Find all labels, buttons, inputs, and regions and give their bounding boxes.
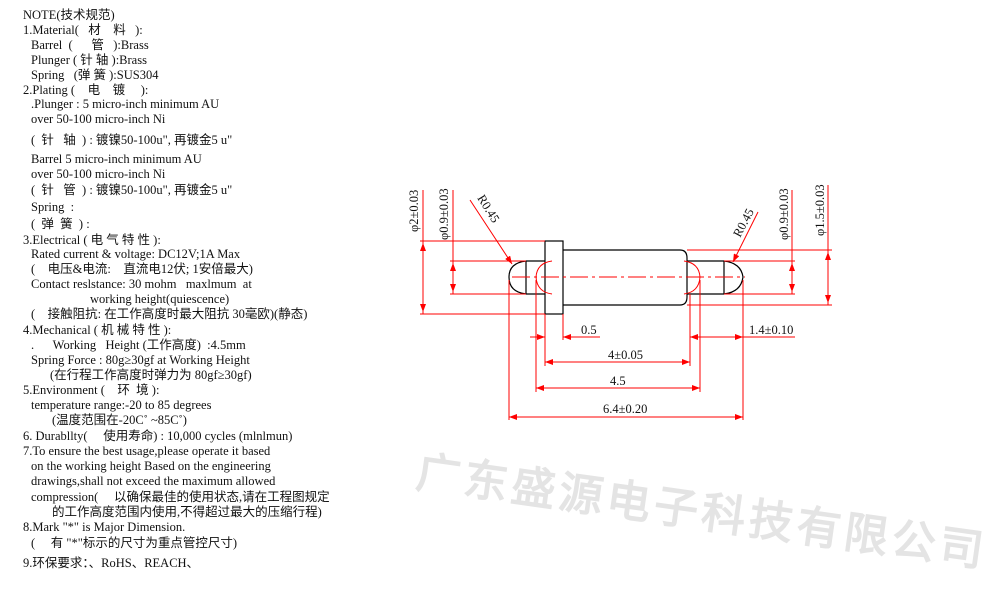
dim-left-radius: R0.45: [474, 192, 502, 225]
notes-title: NOTE(技术规范): [23, 8, 115, 22]
dim-total-length: 6.4±0.20: [603, 402, 647, 416]
note-line: ( 有 "*"标示的尺寸为重点管控尺寸): [31, 536, 238, 550]
note-line: 5.Environment ( 环 境 ):: [23, 383, 160, 397]
dim-barrel-length: 4±0.05: [608, 348, 643, 362]
dim-flange-thickness: 0.5: [581, 323, 597, 337]
note-line: ( 接触阻抗: 在工作高度时最大阻抗 30毫欧)(静态): [31, 307, 308, 321]
dimension-labels: φ2±0.03 φ0.9±0.03 R0.45 R0.45 φ0.9±0.03 …: [407, 184, 827, 416]
note-line: Plunger ( 针 轴 ):Brass: [31, 53, 147, 67]
note-line: drawings,shall not exceed the maximum al…: [31, 474, 276, 488]
dim-barrel-diameter: φ1.5±0.03: [813, 184, 827, 236]
dimension-lines: [420, 185, 832, 420]
note-line: 9.环保要求：、RoHS、REACH、: [23, 556, 200, 570]
note-line: over 50-100 micro-inch Ni: [31, 112, 166, 126]
dim-working-length: 4.5: [610, 374, 626, 388]
dim-right-extension: 1.4±0.10: [749, 323, 793, 337]
note-line: temperature range:-20 to 85 degrees: [31, 398, 212, 412]
dim-right-plunger-diameter: φ0.9±0.03: [777, 188, 791, 240]
dim-flange-diameter: φ2±0.03: [407, 190, 421, 232]
note-line: 7.To ensure the best usage,please operat…: [23, 444, 271, 458]
note-line: Spring Force : 80g≥30gf at Working Heigh…: [31, 353, 250, 367]
hidden-arcs: [512, 260, 745, 295]
note-line: compression( 以确保最佳的使用状态,请在工程图规定: [31, 490, 330, 504]
note-line: working height(quiescence): [90, 292, 230, 306]
note-line: ( 弹 簧 ) :: [31, 217, 90, 231]
note-line: Spring (弹 簧 ):SUS304: [31, 68, 159, 82]
note-line: ( 针 管 ) : 镀镍50-100u", 再镀金5 u": [31, 183, 233, 197]
dim-left-plunger-diameter: φ0.9±0.03: [437, 188, 451, 240]
note-line: ( 电压&电流: 直流电12伏; 1安倍最大): [31, 262, 253, 276]
note-line: on the working height Based on the engin…: [31, 459, 271, 473]
note-line: . Working Height (工作高度) :4.5mm: [31, 338, 246, 352]
note-line: over 50-100 micro-inch Ni: [31, 167, 166, 181]
note-line: ( 针 轴 ) : 镀镍50-100u", 再镀金5 u": [31, 133, 233, 147]
note-line: (在行程工作高度时弹力为 80gf≥30gf): [50, 368, 252, 382]
note-line: (温度范围在-20C˚ ~85C˚): [52, 413, 187, 427]
note-line: 8.Mark "*" is Major Dimension.: [23, 520, 186, 534]
note-line: 3.Electrical ( 电 气 特 性 ):: [23, 233, 161, 247]
note-line: 2.Plating ( 电 镀 ):: [23, 83, 149, 97]
note-line: Barrel 5 micro-inch minimum AU: [31, 152, 202, 166]
note-line: .Plunger : 5 micro-inch minimum AU: [31, 97, 220, 111]
note-line: 6. Durabllty( 使用寿命) : 10,000 cycles (mln…: [23, 429, 293, 443]
note-line: Spring :: [31, 200, 75, 214]
note-line: 1.Material( 材 料 ):: [23, 23, 143, 37]
note-line: 的工作高度范围内使用,不得超过最大的压缩行程): [52, 505, 322, 519]
note-line: Contact reslstance: 30 mohm maxlmum at: [31, 277, 252, 291]
note-line: 4.Mechanical ( 机 械 特 性 ):: [23, 323, 172, 337]
note-line: Rated current & voltage: DC12V;1A Max: [31, 247, 241, 261]
note-line: Barrel ( 管 ):Brass: [31, 38, 149, 52]
